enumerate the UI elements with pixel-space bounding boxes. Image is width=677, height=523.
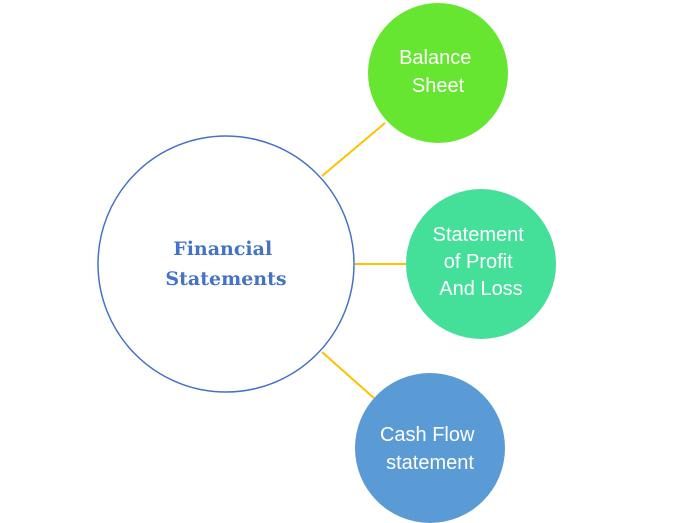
cash-flow-label-line-1: Cash Flow [380, 424, 475, 446]
cash-flow-circle [355, 373, 505, 523]
cash-flow-label: Cash Flow statement [380, 424, 480, 474]
balance-sheet-label: Balance Sheet [399, 47, 477, 97]
connector-cash-flow [321, 351, 376, 400]
center-label-line-1: Financial [173, 238, 272, 260]
profit-and-loss-label-line-2: of Profit [444, 251, 513, 273]
cash-flow-label-line-2: statement [386, 452, 474, 474]
center-label: Financial Statements [165, 238, 286, 290]
node-balance-sheet: Balance Sheet [368, 3, 508, 143]
profit-and-loss-circle [406, 189, 556, 339]
center-label-line-2: Statements [165, 268, 286, 290]
node-cash-flow-statement: Cash Flow statement [355, 373, 505, 523]
profit-and-loss-label-line-1: Statement [433, 224, 525, 246]
connector-balance-sheet [321, 122, 386, 177]
balance-sheet-label-line-1: Balance [399, 47, 471, 69]
center-circle [97, 135, 355, 393]
balance-sheet-circle [368, 3, 508, 143]
balance-sheet-label-line-2: Sheet [412, 75, 465, 97]
profit-and-loss-label-line-3: And Loss [439, 278, 522, 300]
center-node: Financial Statements [97, 135, 355, 393]
profit-and-loss-label: Statement of Profit And Loss [433, 224, 530, 300]
node-statement-of-profit-and-loss: Statement of Profit And Loss [406, 189, 556, 339]
